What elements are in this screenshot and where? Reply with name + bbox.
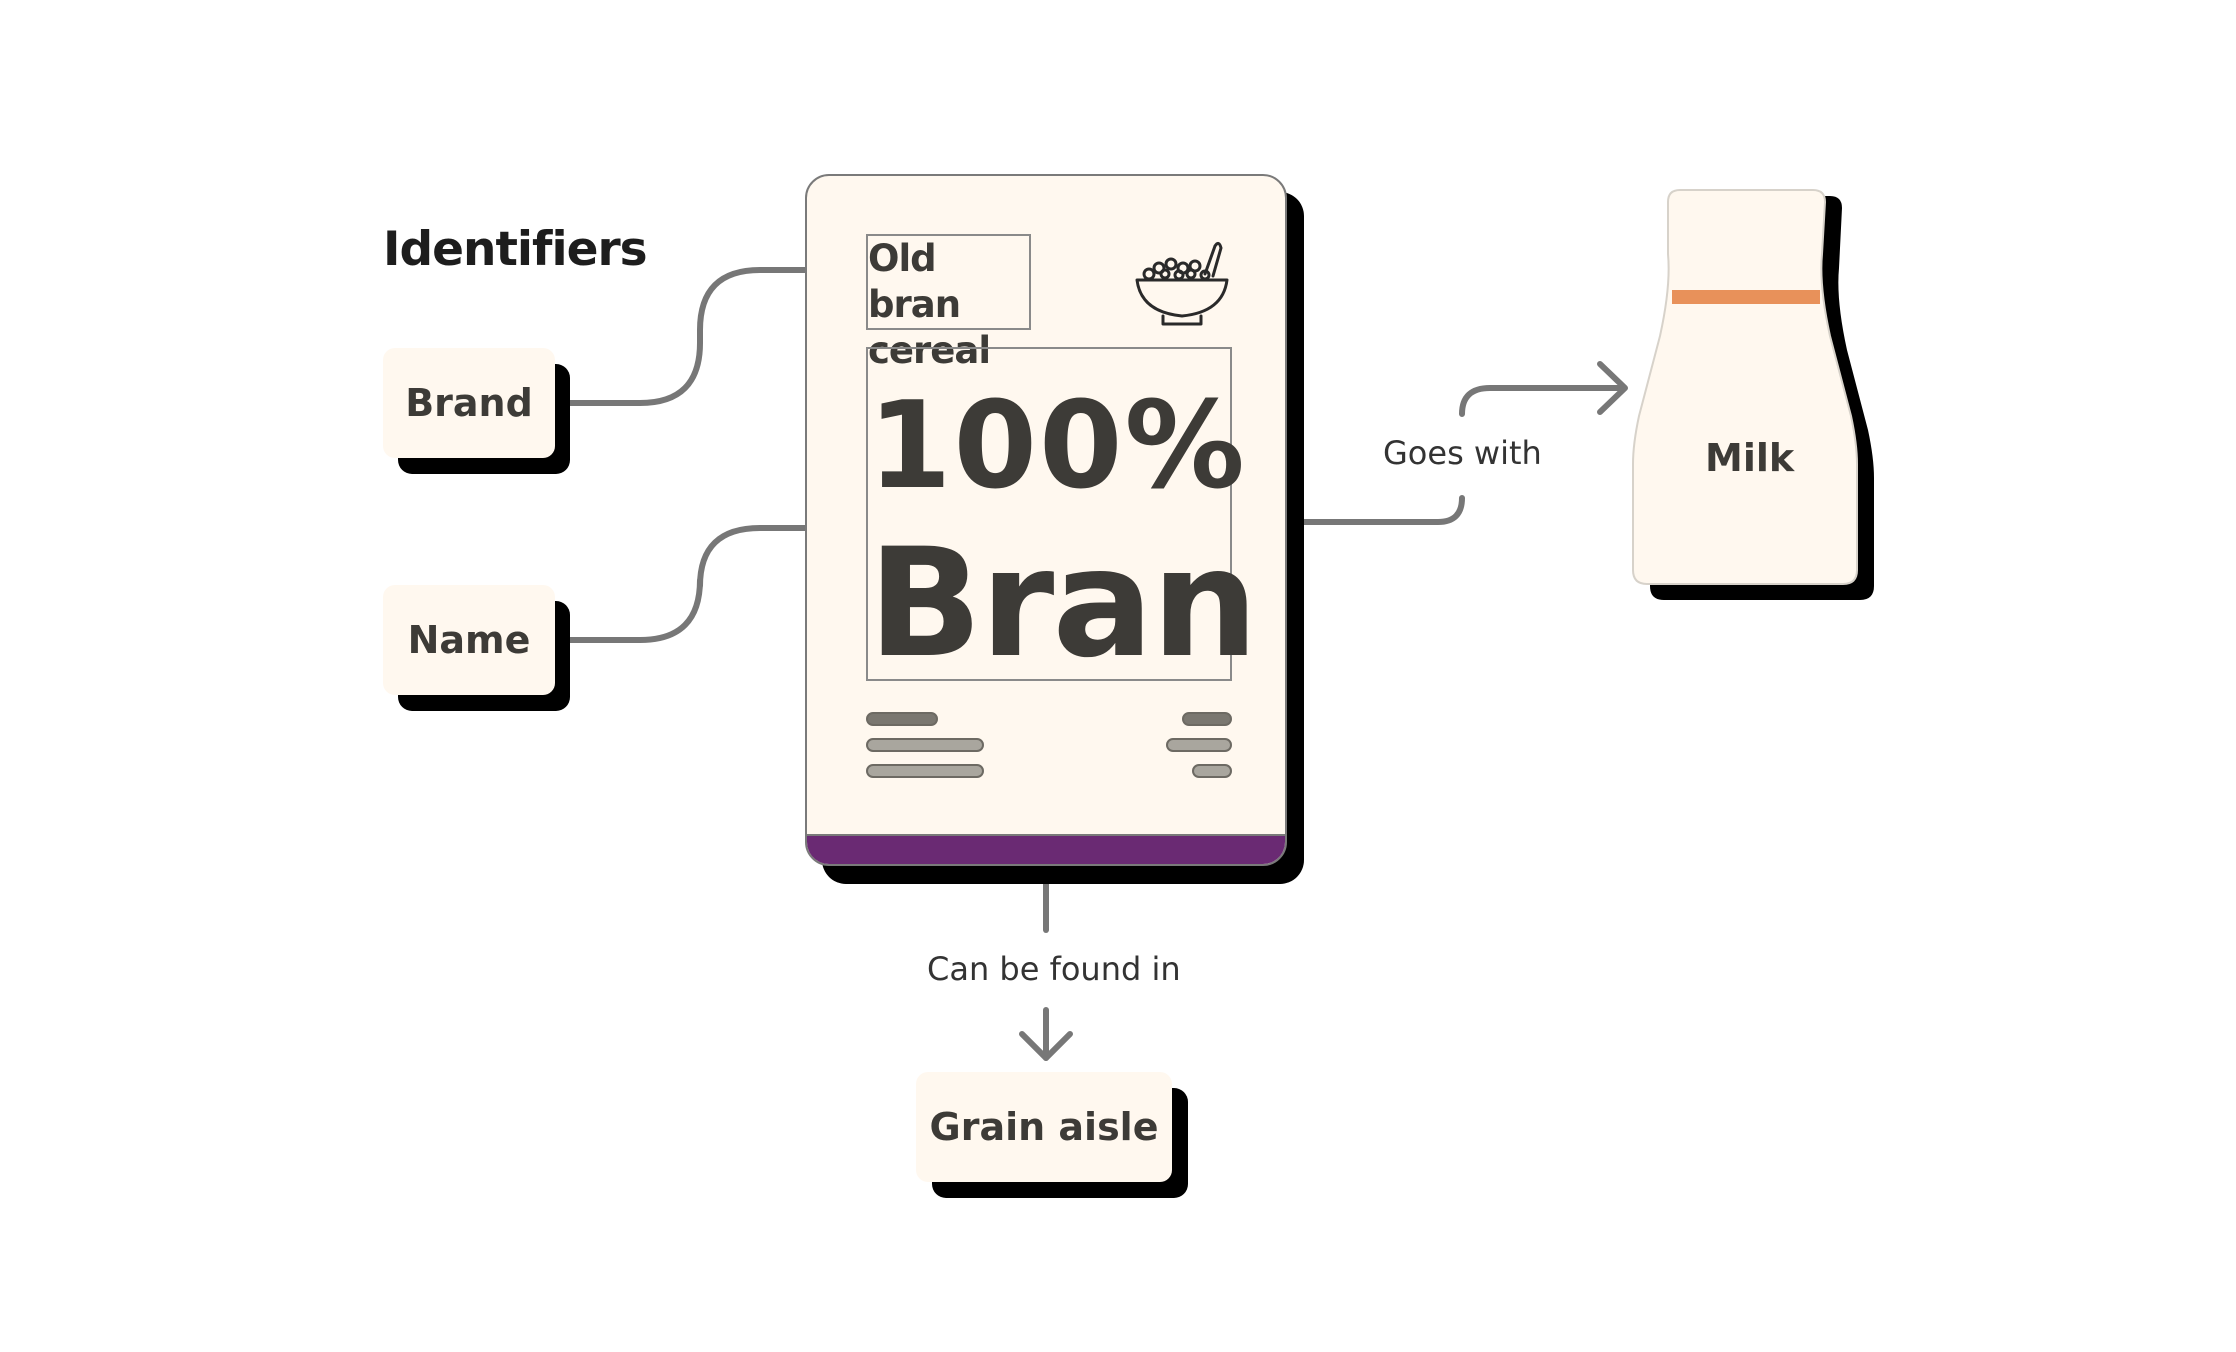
product-name-line2: Bran [868,517,1258,691]
aisle-card[interactable]: Grain aisle [916,1072,1172,1182]
name-card[interactable]: Name [383,585,555,695]
info-bar [866,738,984,752]
cereal-box[interactable]: Old bran cereal 100% Bran [805,174,1287,866]
identifiers-heading: Identifiers [383,222,648,277]
brand-card-label: Brand [405,381,533,425]
milk-band [1672,290,1820,304]
goes-with-connector [1295,495,1465,525]
info-bar [1166,738,1232,752]
milk-arrowhead [1597,361,1628,415]
milk-label: Milk [1705,436,1795,480]
info-bar [866,764,984,778]
product-name-label[interactable]: 100% Bran [866,347,1258,691]
name-card-label: Name [407,618,531,662]
info-bar [866,712,938,726]
info-bar [1182,712,1232,726]
info-bar [1192,764,1232,778]
cereal-box-stripe [807,834,1285,864]
goes-with-label: Goes with [1383,434,1542,472]
product-name-line1: 100% [868,377,1247,516]
cereal-bowl-icon [1135,241,1229,326]
goes-with-connector-end [1459,385,1623,417]
brand-connector [563,267,843,406]
product-brand-text: Old bran cereal [868,237,991,372]
name-connector [563,525,843,643]
aisle-arrowhead [1019,1031,1073,1061]
product-brand-label[interactable]: Old bran cereal [866,234,1031,372]
found-in-label: Can be found in [927,950,1181,988]
brand-card[interactable]: Brand [383,348,555,458]
aisle-card-label: Grain aisle [929,1105,1159,1149]
